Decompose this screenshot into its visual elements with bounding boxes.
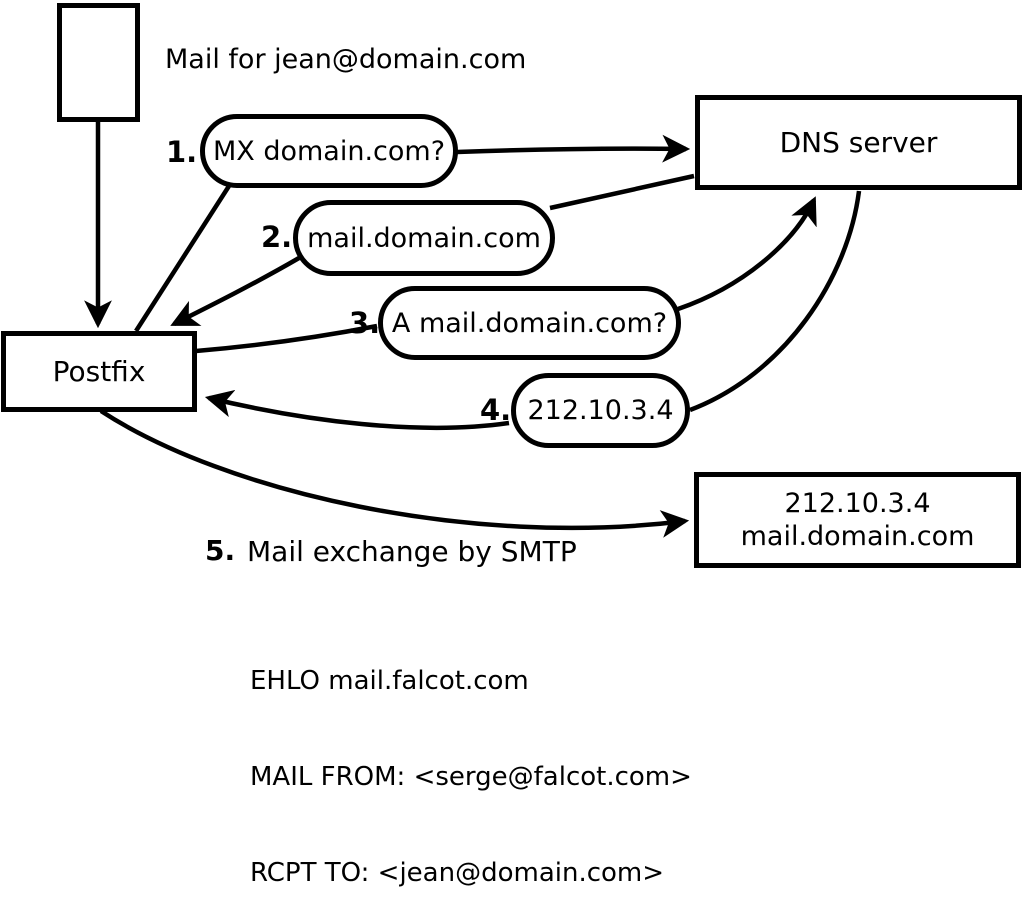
line-postfix-to-mx-query bbox=[134, 184, 231, 333]
smtp-line: RCPT TO: <jean@domain.com> bbox=[250, 858, 665, 888]
bubble-a-answer: 212.10.3.4 bbox=[511, 373, 690, 448]
smtp-line: MAIL FROM: <serge@falcot.com> bbox=[250, 762, 692, 792]
mail-server-hostname: mail.domain.com bbox=[740, 521, 975, 552]
arrow-a-answer-to-postfix bbox=[204, 389, 510, 431]
mail-message-icon bbox=[57, 3, 140, 122]
line-postfix-to-a-query bbox=[195, 323, 378, 354]
bubble-mx-answer: mail.domain.com bbox=[293, 200, 555, 276]
smtp-session-transcript: EHLO mail.falcot.com MAIL FROM: <serge@f… bbox=[250, 601, 692, 919]
arrow-a-query-to-dns bbox=[677, 196, 817, 312]
line-dns-to-mx-answer bbox=[549, 173, 695, 211]
step5-label: Mail exchange by SMTP bbox=[247, 535, 577, 568]
step-number-2: 2. bbox=[261, 220, 293, 254]
arrow-postfix-to-mailserver bbox=[99, 409, 690, 538]
node-mail-server: 212.10.3.4 mail.domain.com bbox=[694, 472, 1021, 568]
step-number-4: 4. bbox=[480, 393, 512, 427]
bubble-mx-query: MX domain.com? bbox=[200, 114, 458, 188]
step-number-5: 5. bbox=[205, 534, 236, 567]
node-dns-server: DNS server bbox=[695, 95, 1022, 190]
step-number-1: 1. bbox=[166, 135, 198, 169]
mail-server-ip: 212.10.3.4 bbox=[784, 488, 931, 519]
arrow-mx-answer-to-postfix bbox=[170, 256, 301, 327]
step-number-3: 3. bbox=[349, 306, 381, 340]
arrow-mx-query-to-dns bbox=[456, 134, 691, 163]
node-postfix: Postfix bbox=[1, 331, 197, 412]
mail-title: Mail for jean@domain.com bbox=[165, 44, 527, 75]
line-dns-to-a-answer bbox=[689, 190, 862, 413]
smtp-line: EHLO mail.falcot.com bbox=[250, 666, 529, 696]
bubble-a-query: A mail.domain.com? bbox=[378, 286, 681, 360]
